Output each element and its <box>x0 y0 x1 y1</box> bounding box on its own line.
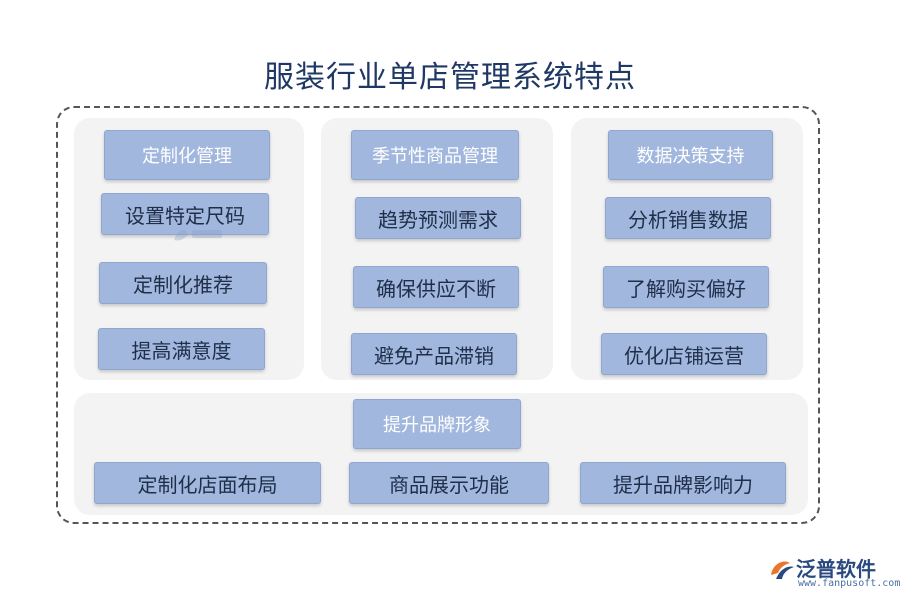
heading-customization: 定制化管理 <box>104 130 270 180</box>
item-ensure-supply: 确保供应不断 <box>353 266 519 308</box>
item-avoid-overstock: 避免产品滞销 <box>351 333 517 375</box>
item-set-size: 设置特定尺码 <box>101 193 269 235</box>
heading-seasonal: 季节性商品管理 <box>351 130 519 180</box>
heading-data-decision: 数据决策支持 <box>608 130 773 180</box>
brand-logo-url: www.fanpusoft.com <box>798 578 900 589</box>
brand-logo-icon <box>771 561 794 579</box>
item-product-display: 商品展示功能 <box>349 462 549 504</box>
outer-dashed-frame <box>56 106 820 524</box>
item-raise-satisfaction: 提高满意度 <box>98 328 265 370</box>
item-custom-recommend: 定制化推荐 <box>99 262 267 304</box>
item-optimize-operations: 优化店铺运营 <box>601 333 767 375</box>
heading-brand-image: 提升品牌形象 <box>353 399 521 449</box>
item-store-layout: 定制化店面布局 <box>94 462 321 504</box>
diagram-title: 服装行业单店管理系统特点 <box>264 60 636 95</box>
item-brand-influence: 提升品牌影响力 <box>580 462 786 504</box>
item-purchase-preference: 了解购买偏好 <box>603 266 769 308</box>
brand-logo-name: 泛普软件 <box>796 557 876 581</box>
brand-logo: 泛普软件 www.fanpusoft.com <box>768 553 900 589</box>
item-analyze-sales: 分析销售数据 <box>605 197 771 239</box>
item-forecast-demand: 趋势预测需求 <box>355 197 521 239</box>
watermark-logo <box>172 224 272 246</box>
